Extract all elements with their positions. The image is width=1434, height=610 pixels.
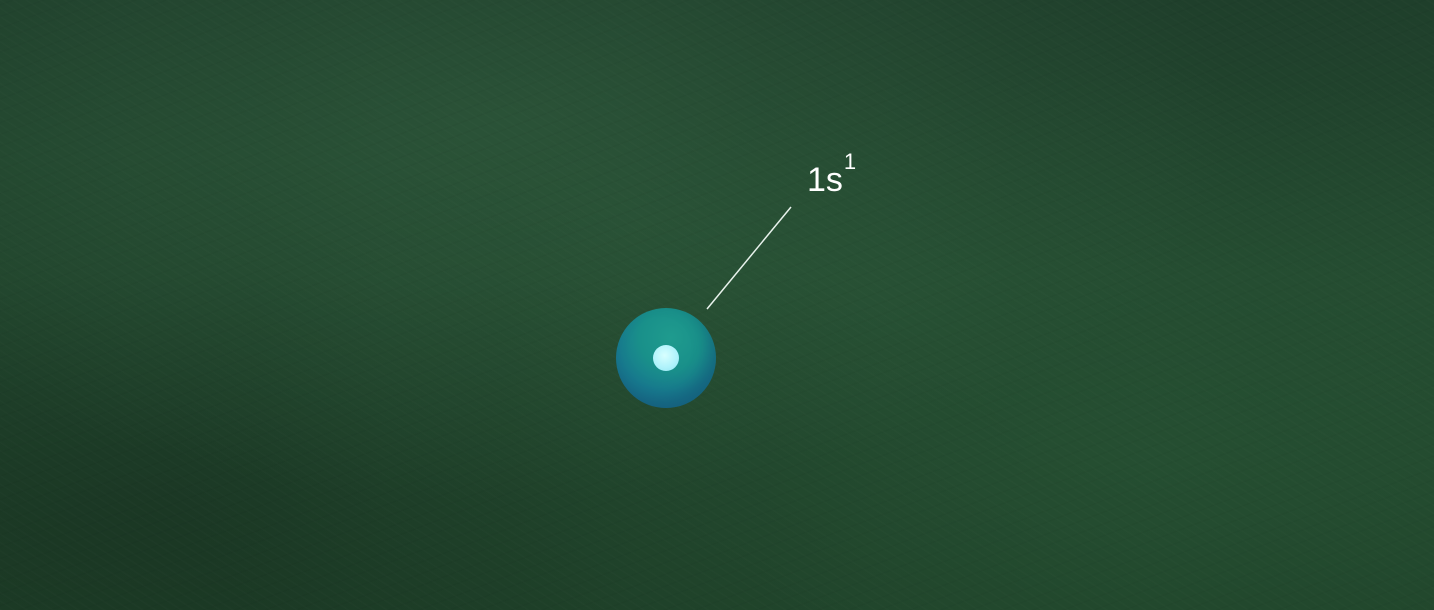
orbital-label-base: 1s xyxy=(807,161,843,199)
electron xyxy=(653,345,679,371)
orbital-label-superscript: 1 xyxy=(843,149,857,174)
orbital-label: 1s1 xyxy=(807,149,856,204)
